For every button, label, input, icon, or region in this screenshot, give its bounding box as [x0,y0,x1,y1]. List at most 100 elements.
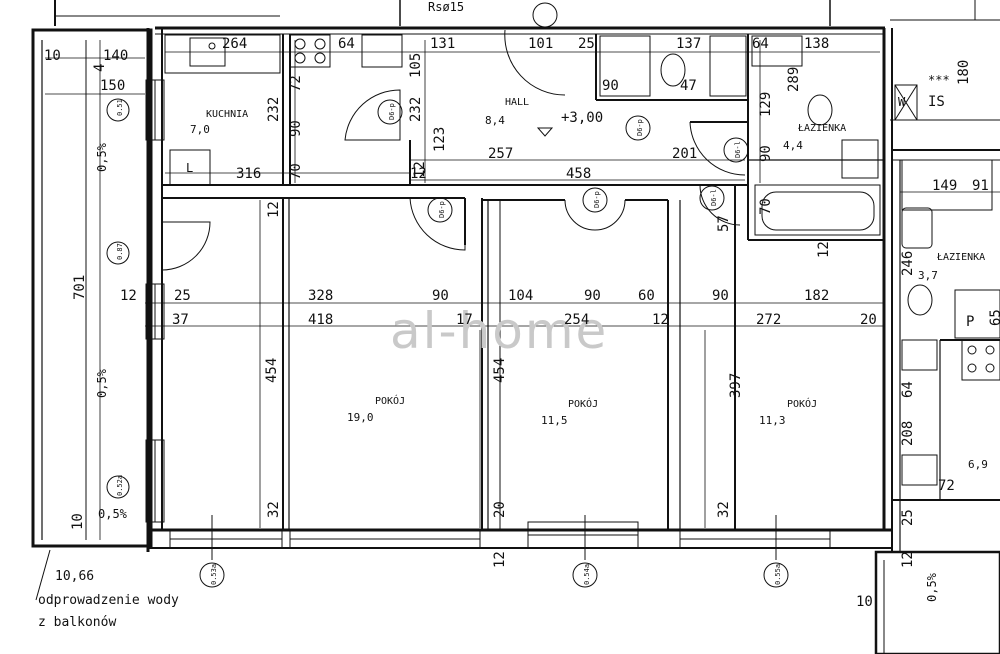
door-swings [344,29,746,251]
tag-054: 0.54a [583,564,591,585]
kitchen-area: 7,0 [190,123,210,136]
dim-05d: 0,5% [925,572,939,602]
dim-32b: 32 [716,501,732,518]
watermark: al-home [390,302,608,360]
top-label: Rsø15 [428,0,464,14]
dimension-lines [45,40,1000,540]
dim-25: 25 [578,36,595,52]
dim-20a: 20 [860,312,877,328]
dim-05b: 0,5% [95,368,109,398]
tag-door-4: D6-p [636,119,644,136]
dim-10b: 10 [70,513,86,530]
bathroom-neighbor-area: 3,7 [918,269,938,282]
vertical-dimension-labels: 4 72 232 90 70 105 232 123 129 289 180 9… [70,53,1000,610]
bottom-windows [169,521,831,549]
dim-12g: 12 [492,551,508,568]
dim-25c: 25 [900,509,916,526]
dim-72b: 72 [938,478,955,494]
dim-90a: 90 [288,120,304,137]
dim-91: 91 [972,178,989,194]
dim-25b: 25 [174,288,191,304]
is-label: IS [928,94,945,110]
dim-140: 140 [103,48,128,64]
dim-70b: 70 [758,198,774,215]
gridline-tags: 0.51 0.87 0.52a 0.53a 0.54a 0.55a D6-p D… [116,99,782,585]
left-windows [145,79,165,523]
level-mark: +3,00 [561,110,603,126]
dim-208: 208 [900,421,916,446]
note-line2: z balkonów [38,615,116,630]
room-middle-area: 11,5 [541,414,568,427]
dim-12b: 12 [412,161,428,178]
room-right-area: 11,3 [759,414,786,427]
dim-454a: 454 [264,358,280,383]
dim-397: 397 [728,373,744,398]
dim-90c: 90 [758,145,774,162]
dim-05c: 0,5% [98,507,128,521]
dim-701: 701 [72,275,88,300]
dim-150: 150 [100,78,125,94]
note-line1: odprowadzenie wody [38,593,179,608]
dim-90e: 90 [584,288,601,304]
bathroom-fixtures [599,35,1000,486]
dim-60: 60 [638,288,655,304]
dim-12e: 12 [120,288,137,304]
stars-label: *** [928,73,950,87]
tag-door-5: D6-l [734,141,742,158]
dim-104: 104 [508,288,533,304]
tag-door-3: D6-p [593,191,601,208]
dim-10: 10 [44,48,61,64]
tag-door-2: D6-p [438,201,446,218]
dim-257: 257 [488,146,513,162]
dim-10c: 10 [856,594,873,610]
dim-105: 105 [408,53,424,78]
dim-180: 180 [956,60,972,85]
dim-57: 57 [716,215,732,232]
tag-051: 0.51 [116,99,124,116]
gridline-markers [106,2,789,588]
dim-12h: 12 [900,551,916,568]
tag-door-6: D6-l [710,189,718,206]
dim-137: 137 [676,36,701,52]
balcony-door-swing [161,221,211,271]
dim-149: 149 [932,178,957,194]
room-large-area: 19,0 [347,411,374,424]
room-middle-name: POKÓJ [568,397,598,410]
dim-254: 254 [564,312,589,328]
dim-17: 17 [456,312,473,328]
dim-90b: 90 [602,78,619,94]
dim-64a: 64 [338,36,355,52]
dim-123: 123 [432,127,448,152]
hall-area: 8,4 [485,114,505,127]
tag-053: 0.53a [210,564,218,585]
room-large-name: POKÓJ [375,394,405,407]
dim-12f: 12 [652,312,669,328]
dim-64c: 64 [900,381,916,398]
w-label: W [898,95,906,109]
l-label: L [186,161,193,175]
kitchen-name: KUCHNIA [206,109,248,120]
note-level: 10,66 [55,569,94,584]
dim-454b: 454 [492,358,508,383]
dim-64b: 64 [752,36,769,52]
bathroom-neighbor-name: ŁAZIENKA [936,252,985,263]
dim-32a: 32 [266,501,282,518]
room-right-name: POKÓJ [787,397,817,410]
dim-70a: 70 [288,163,304,180]
dim-272: 272 [756,312,781,328]
dim-20b: 20 [492,501,508,518]
installation-shaft [894,84,918,121]
dim-458: 458 [566,166,591,182]
bathroom-main-area: 4,4 [783,139,803,152]
drainage-note: 10,66 odprowadzenie wody z balkonów [38,569,179,630]
tag-052: 0.52a [116,475,124,496]
dim-12c: 12 [266,201,282,218]
dim-138: 138 [804,36,829,52]
kitchen-fixtures [164,34,403,186]
dim-232b: 232 [408,97,424,122]
dim-129: 129 [758,92,774,117]
dim-05a: 0,5% [95,142,109,172]
level-marker [536,127,554,137]
dim-72: 72 [288,75,304,92]
